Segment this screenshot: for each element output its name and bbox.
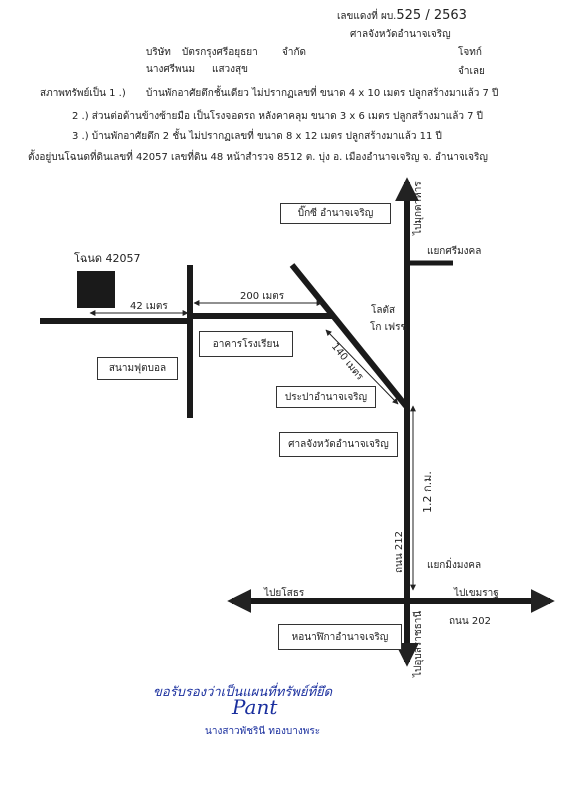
direction-khemarat: ไปเขมราฐ (454, 588, 499, 599)
bigc-box: บิ๊กซี อำนาจเจริญ (280, 203, 391, 224)
property-desc-line2: 2 .) ส่วนต่อด้านข้างซ้ายมือ เป็นโรงจอดรถ… (72, 111, 484, 122)
certification-text: ขอรับรองว่าเป็นแผนที่ทรัพย์ที่ยึด (153, 685, 333, 700)
signature-scribble: Pant (232, 695, 278, 719)
plaintiff-name: บัตรกรุงศรีอยุธยา (182, 47, 258, 58)
case-number: เลขแดงที่ ผบ.525 / 2563 (337, 8, 467, 23)
road-202-label: ถนน 202 (449, 616, 491, 627)
junction-mingmongkol: แยกมิ่งมงคล (427, 560, 482, 571)
road-diagonal (289, 263, 409, 408)
defendant-last-name: แสวงสุข (212, 64, 248, 75)
deed-plot (77, 271, 115, 308)
plaintiff-prefix: บริษัท (146, 47, 171, 58)
case-number-prefix: เลขแดงที่ ผบ. (337, 11, 397, 22)
case-number-value: 525 / 2563 (396, 8, 467, 23)
distance-42-label: 42 เมตร (130, 301, 168, 312)
direction-yasothon: ไปยโสธร (264, 588, 305, 599)
football-field-box: สนามฟุตบอล (97, 357, 178, 380)
direction-ubon: ไปอุบลราชธานี (413, 610, 424, 677)
defendant-first-name: นางศรีพนม (146, 64, 196, 75)
property-location: ตั้งอยู่บนโฉนดที่ดินเลขที่ 42057 เลขที่ด… (28, 152, 488, 163)
distance-arrow-140 (325, 329, 399, 405)
court-building-box: ศาลจังหวัดอำนาจเจริญ (279, 432, 398, 457)
property-desc-line1: บ้านพักอาศัยตึกชั้นเดียว ไม่ปรากฏเลขที่ … (146, 88, 499, 99)
defendant-role: จำเลย (458, 66, 485, 77)
plaintiff-role: โจทก์ (458, 47, 482, 58)
plaintiff-suffix: จำกัด (282, 47, 307, 58)
waterworks-box: ประปาอำนาจเจริญ (276, 386, 376, 408)
signer-name: นางสาวพัชรินี ทองบางพระ (205, 726, 321, 737)
lotus-label-2: โก เฟรช (370, 322, 408, 333)
deed-label: โฉนด 42057 (74, 252, 141, 265)
court-name: ศาลจังหวัดอำนาจเจริญ (350, 29, 451, 40)
clock-tower-box: หอนาฬิกาอำนาจเจริญ (278, 624, 402, 650)
junction-srimongkol: แยกศรีมงคล (427, 246, 482, 257)
lotus-label-1: โลตัส (371, 305, 396, 316)
direction-mukdahan: ไปมุกดาหาร (413, 181, 424, 235)
road-212-label: ถนน 212 (394, 531, 405, 573)
distance-1-2km-label: 1.2 ก.ม. (421, 471, 434, 513)
school-building-box: อาคารโรงเรียน (199, 331, 293, 357)
property-desc-line3: 3 .) บ้านพักอาศัยตึก 2 ชั้น ไม่ปรากฏเลขท… (72, 131, 442, 142)
distance-200-label: 200 เมตร (240, 291, 285, 302)
property-desc-prefix: สภาพทรัพย์เป็น 1 .) (40, 88, 126, 99)
